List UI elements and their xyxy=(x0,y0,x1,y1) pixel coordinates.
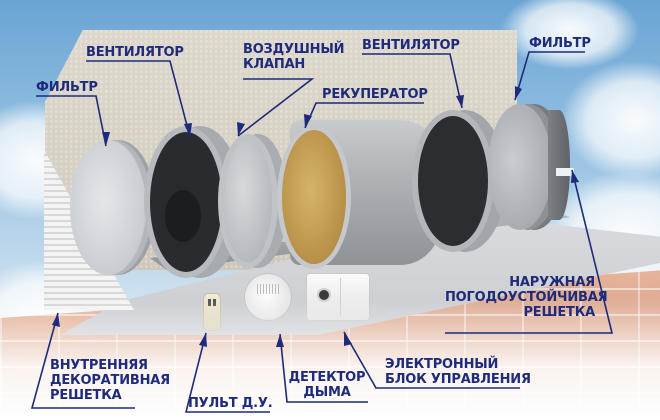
outer-grille-slot xyxy=(556,168,574,176)
label-outer-grille-line2: ПОГОДОУСТОЙЧИВАЯ xyxy=(445,290,608,305)
label-air-valve-line1: ВОЗДУШНЫЙ xyxy=(243,42,345,57)
label-filter-left: ФИЛЬТР xyxy=(36,80,98,95)
outer-weather-grille xyxy=(548,110,570,220)
label-control-unit-line2: БЛОК УПРАВЛЕНИЯ xyxy=(385,372,531,387)
label-fan-right: ВЕНТИЛЯТОР xyxy=(362,38,460,53)
filter-right-disc xyxy=(488,104,552,230)
label-control-unit-line1: ЭЛЕКТРОННЫЙ xyxy=(385,357,499,372)
label-smoke-detector-line1: ДЕТЕКТОР xyxy=(288,370,366,385)
control-panel-right xyxy=(340,278,366,316)
label-remote-control: ПУЛЬТ Д.У. xyxy=(188,396,273,411)
label-recuperator: РЕКУПЕРАТОР xyxy=(322,87,428,102)
cloud xyxy=(500,0,640,70)
label-filter-right: ФИЛЬТР xyxy=(529,36,591,51)
label-control-unit: ЭЛЕКТРОННЫЙ БЛОК УПРАВЛЕНИЯ xyxy=(385,357,531,387)
label-air-valve-line2: КЛАПАН xyxy=(243,57,306,72)
fan-right-housing xyxy=(418,116,488,246)
smoke-detector-vents xyxy=(257,284,279,294)
recuperator-core-face xyxy=(282,130,346,264)
label-outer-grille: НАРУЖНАЯ ПОГОДОУСТОЙЧИВАЯ РЕШЕТКА xyxy=(445,275,608,320)
label-outer-grille-line1: НАРУЖНАЯ xyxy=(509,275,595,290)
label-smoke-detector-line2: ДЫМА xyxy=(303,385,351,400)
label-inner-grille: ВНУТРЕННЯЯ ДЕКОРАТИВНАЯ РЕШЕТКА xyxy=(50,358,170,403)
label-outer-grille-line3: РЕШЕТКА xyxy=(523,305,595,320)
cloud xyxy=(560,60,660,180)
label-inner-grille-line1: ВНУТРЕННЯЯ xyxy=(50,358,148,373)
label-air-valve: ВОЗДУШНЫЙ КЛАПАН xyxy=(243,42,344,72)
control-knob xyxy=(319,290,329,300)
filter-left-disc xyxy=(70,140,146,275)
air-valve-housing xyxy=(224,140,272,262)
label-inner-grille-line3: РЕШЕТКА xyxy=(50,388,122,403)
label-fan-left: ВЕНТИЛЯТОР xyxy=(86,45,184,60)
label-inner-grille-line2: ДЕКОРАТИВНАЯ xyxy=(50,373,170,388)
label-smoke-detector: ДЕТЕКТОР ДЫМА xyxy=(288,370,366,400)
fan-left-hub xyxy=(165,190,201,242)
